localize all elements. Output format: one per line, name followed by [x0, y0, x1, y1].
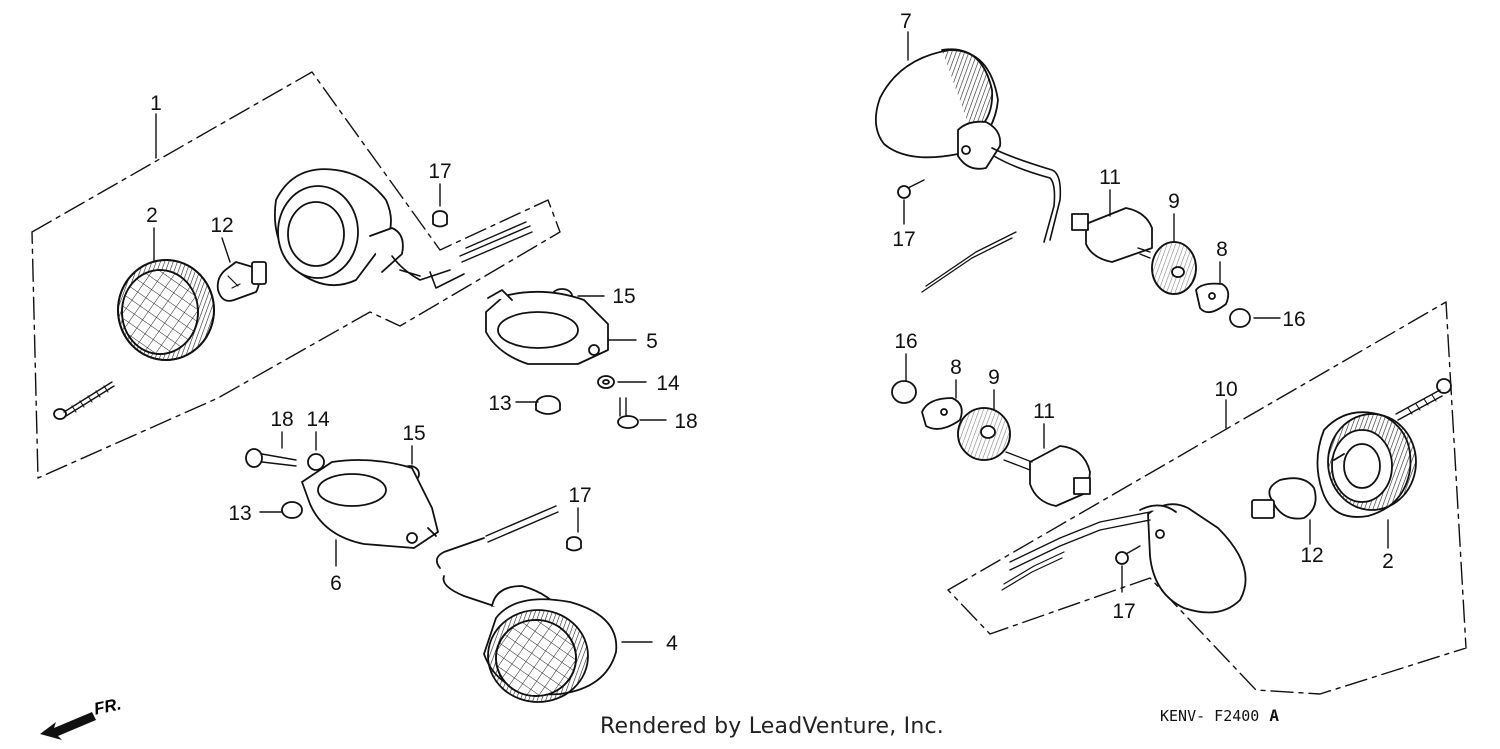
callout-12-left: 12: [210, 214, 233, 237]
callout-7: 7: [900, 10, 912, 33]
plate-8-a: [1195, 282, 1230, 314]
grommet-13-a: [535, 395, 561, 415]
callout-15-a: 15: [612, 285, 635, 308]
callout-16-b: 16: [894, 330, 917, 353]
lamp-10: [1001, 503, 1247, 614]
render-credit: Rendered by LeadVenture, Inc.: [600, 714, 944, 739]
washer-14-a: [597, 375, 615, 389]
housing-1: [274, 168, 533, 289]
callout-11-b: 11: [1033, 400, 1055, 423]
callout-5: 5: [646, 330, 658, 353]
screw-left: [53, 381, 115, 420]
callout-10: 10: [1214, 378, 1237, 401]
callout-15-b: 15: [402, 422, 425, 445]
screw-17-a: [432, 210, 448, 228]
socket-11-b: [1003, 445, 1091, 507]
diagram-code: KENV- F2400 A: [1160, 706, 1279, 725]
plate-8-b: [921, 397, 963, 430]
callout-17-a: 17: [428, 160, 451, 183]
lens-2-left: [117, 259, 215, 361]
assembly-boundary-1: [31, 71, 561, 479]
diagram-code-text: KENV- F2400: [1160, 707, 1260, 725]
callout-18-b: 18: [270, 408, 293, 431]
callout-8-a: 8: [1216, 238, 1228, 261]
callout-9-a: 9: [1168, 190, 1180, 213]
callout-12-right: 12: [1300, 544, 1323, 567]
callout-17-d: 17: [1112, 600, 1135, 623]
bracket-5: [485, 289, 609, 365]
callout-11-a: 11: [1099, 166, 1121, 189]
screw-right: [1395, 378, 1452, 421]
socket-11-a: [1071, 207, 1153, 263]
screw-17-c: [897, 179, 925, 199]
diagram-code-suffix: A: [1269, 706, 1279, 725]
nut-16-b: [891, 380, 917, 404]
lens-2-right: [1316, 411, 1417, 518]
screw-17-d: [1115, 545, 1141, 565]
callout-13-b: 13: [228, 502, 251, 525]
bulb-12-right: [1251, 477, 1317, 520]
callout-2-right: 2: [1382, 550, 1394, 573]
bolt-18-a: [617, 397, 639, 429]
callout-16-a: 16: [1282, 308, 1305, 331]
assembly-boundary-10: [947, 301, 1467, 695]
bracket-6: [301, 459, 439, 549]
callout-2-left: 2: [146, 204, 158, 227]
callout-14-b: 14: [306, 408, 330, 431]
callout-13-a: 13: [488, 392, 511, 415]
lamp-4: [435, 505, 618, 703]
callout-4: 4: [666, 632, 678, 655]
grommet-13-b: [281, 501, 303, 519]
nut-16-a: [1229, 308, 1251, 328]
screw-17-b: [566, 536, 582, 552]
callout-6: 6: [330, 572, 342, 595]
bulb-12-left: [216, 261, 267, 302]
washer-14-b: [307, 453, 325, 471]
callout-9-b: 9: [988, 366, 1000, 389]
callout-18-a: 18: [674, 410, 697, 433]
front-direction-arrow-icon: [40, 712, 96, 740]
callout-17-b: 17: [568, 484, 591, 507]
callout-1: 1: [150, 92, 162, 115]
callout-8-b: 8: [950, 356, 962, 379]
bolt-18-b: [245, 448, 297, 468]
callout-14-a: 14: [656, 372, 680, 395]
grommet-9-b: [957, 407, 1011, 461]
grommet-9-a: [1151, 241, 1197, 295]
callout-17-c: 17: [892, 228, 915, 251]
lamp-7: [874, 48, 1062, 293]
